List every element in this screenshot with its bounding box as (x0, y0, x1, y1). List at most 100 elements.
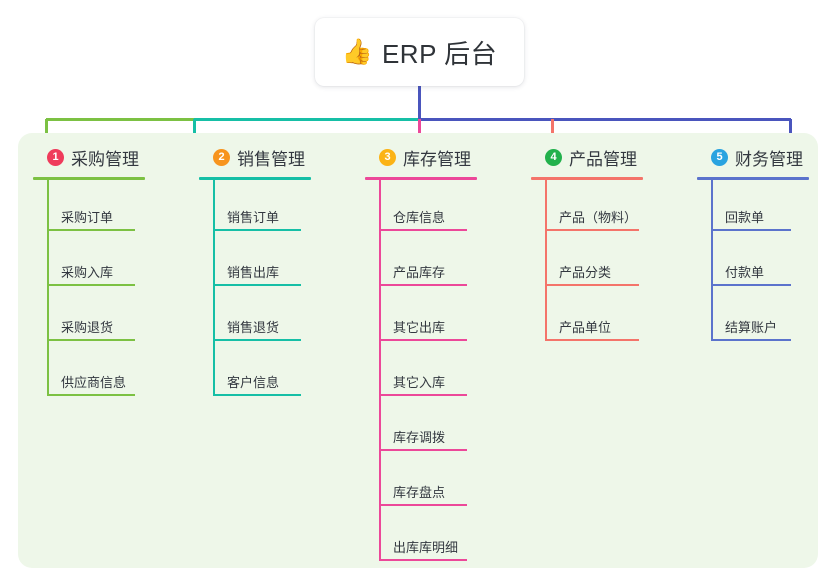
leaf-item[interactable]: 产品单位 (531, 290, 643, 345)
leaf-item[interactable]: 结算账户 (697, 290, 809, 345)
leaf-label: 仓库信息 (393, 210, 446, 225)
branch-spine (711, 180, 713, 341)
leaf-item[interactable]: 其它入库 (365, 345, 477, 400)
leaf-label: 采购退货 (61, 320, 114, 335)
leaf-list: 回款单付款单结算账户 (697, 180, 809, 345)
leaf-item[interactable]: 仓库信息 (365, 180, 477, 235)
leaf-label: 产品（物料） (559, 210, 638, 225)
leaf-item[interactable]: 采购入库 (33, 235, 145, 290)
branch-column: 3 库存管理仓库信息产品库存其它出库其它入库库存调拨库存盘点出库库明细 (365, 145, 477, 565)
branch-header[interactable]: 2 销售管理 (199, 145, 311, 169)
leaf-item[interactable]: 产品分类 (531, 235, 643, 290)
branch-column: 2 销售管理销售订单销售出库销售退货客户信息 (199, 145, 311, 400)
branch-spine (213, 180, 215, 396)
leaf-underline (379, 394, 467, 396)
branch-title: 销售管理 (237, 149, 305, 169)
leaf-label: 销售退货 (227, 320, 280, 335)
branch-header[interactable]: 1 采购管理 (33, 145, 145, 169)
leaf-underline (711, 284, 791, 286)
leaf-item[interactable]: 付款单 (697, 235, 809, 290)
leaf-underline (379, 504, 467, 506)
branch-column: 1 采购管理采购订单采购入库采购退货供应商信息 (33, 145, 145, 400)
branch-header[interactable]: 4 产品管理 (531, 145, 643, 169)
branch-underline (365, 177, 477, 180)
leaf-underline (379, 339, 467, 341)
leaf-item[interactable]: 客户信息 (199, 345, 311, 400)
leaf-label: 采购入库 (61, 265, 114, 280)
leaf-label: 其它出库 (393, 320, 446, 335)
leaf-item[interactable]: 采购退货 (33, 290, 145, 345)
leaf-underline (545, 339, 639, 341)
leaf-item[interactable]: 销售出库 (199, 235, 311, 290)
leaf-underline (47, 229, 135, 231)
branch-number-badge: 1 (47, 148, 64, 166)
leaf-underline (379, 449, 467, 451)
leaf-underline (47, 394, 135, 396)
branch-spine (545, 180, 547, 341)
leaf-item[interactable]: 产品库存 (365, 235, 477, 290)
branch-underline (199, 177, 311, 180)
branch-title: 财务管理 (735, 149, 803, 169)
leaf-underline (545, 229, 639, 231)
branches-panel (18, 133, 818, 568)
branch-title: 产品管理 (569, 149, 637, 169)
leaf-item[interactable]: 产品（物料） (531, 180, 643, 235)
leaf-item[interactable]: 库存盘点 (365, 455, 477, 510)
leaf-underline (545, 284, 639, 286)
leaf-label: 结算账户 (725, 320, 778, 335)
leaf-item[interactable]: 供应商信息 (33, 345, 145, 400)
leaf-label: 产品库存 (393, 265, 446, 280)
leaf-label: 出库库明细 (393, 540, 459, 555)
leaf-label: 产品单位 (559, 320, 612, 335)
leaf-label: 产品分类 (559, 265, 612, 280)
branch-number-badge: 4 (545, 148, 562, 166)
leaf-label: 其它入库 (393, 375, 446, 390)
branch-header[interactable]: 5 财务管理 (697, 145, 809, 169)
leaf-underline (379, 284, 467, 286)
leaf-item[interactable]: 其它出库 (365, 290, 477, 345)
leaf-label: 销售出库 (227, 265, 280, 280)
branch-title: 库存管理 (403, 149, 471, 169)
leaf-list: 采购订单采购入库采购退货供应商信息 (33, 180, 145, 400)
branch-column: 5 财务管理回款单付款单结算账户 (697, 145, 809, 345)
branch-title: 采购管理 (71, 149, 139, 169)
leaf-underline (213, 284, 301, 286)
leaf-label: 库存调拨 (393, 430, 446, 445)
leaf-label: 付款单 (725, 265, 765, 280)
leaf-item[interactable]: 库存调拨 (365, 400, 477, 455)
leaf-underline (213, 394, 301, 396)
leaf-item[interactable]: 回款单 (697, 180, 809, 235)
branch-underline (33, 177, 145, 180)
branch-number-badge: 3 (379, 148, 396, 166)
branch-underline (697, 177, 809, 180)
leaf-label: 供应商信息 (61, 375, 127, 390)
leaf-underline (47, 284, 135, 286)
leaf-underline (379, 229, 467, 231)
root-node[interactable]: 👍 ERP 后台 (315, 18, 524, 86)
branch-spine (47, 180, 49, 396)
branch-column: 4 产品管理产品（物料） 产品分类产品单位 (531, 145, 643, 345)
branch-spine (379, 180, 381, 561)
leaf-item[interactable]: 销售订单 (199, 180, 311, 235)
leaf-underline (213, 339, 301, 341)
thumbs-up-icon: 👍 (341, 37, 373, 66)
leaf-label: 采购订单 (61, 210, 114, 225)
leaf-item[interactable]: 销售退货 (199, 290, 311, 345)
leaf-item[interactable]: 采购订单 (33, 180, 145, 235)
root-title: ERP 后台 (381, 38, 498, 69)
leaf-underline (213, 229, 301, 231)
leaf-label: 销售订单 (227, 210, 280, 225)
leaf-underline (711, 339, 791, 341)
leaf-item[interactable]: 出库库明细 (365, 510, 477, 565)
branch-underline (531, 177, 643, 180)
branch-number-badge: 2 (213, 148, 230, 166)
leaf-underline (47, 339, 135, 341)
leaf-label: 库存盘点 (393, 485, 446, 500)
branch-header[interactable]: 3 库存管理 (365, 145, 477, 169)
leaf-underline (711, 229, 791, 231)
root-node-content: 👍 ERP 后台 (342, 34, 497, 71)
branch-number-badge: 5 (711, 148, 728, 166)
leaf-list: 仓库信息产品库存其它出库其它入库库存调拨库存盘点出库库明细 (365, 180, 477, 565)
